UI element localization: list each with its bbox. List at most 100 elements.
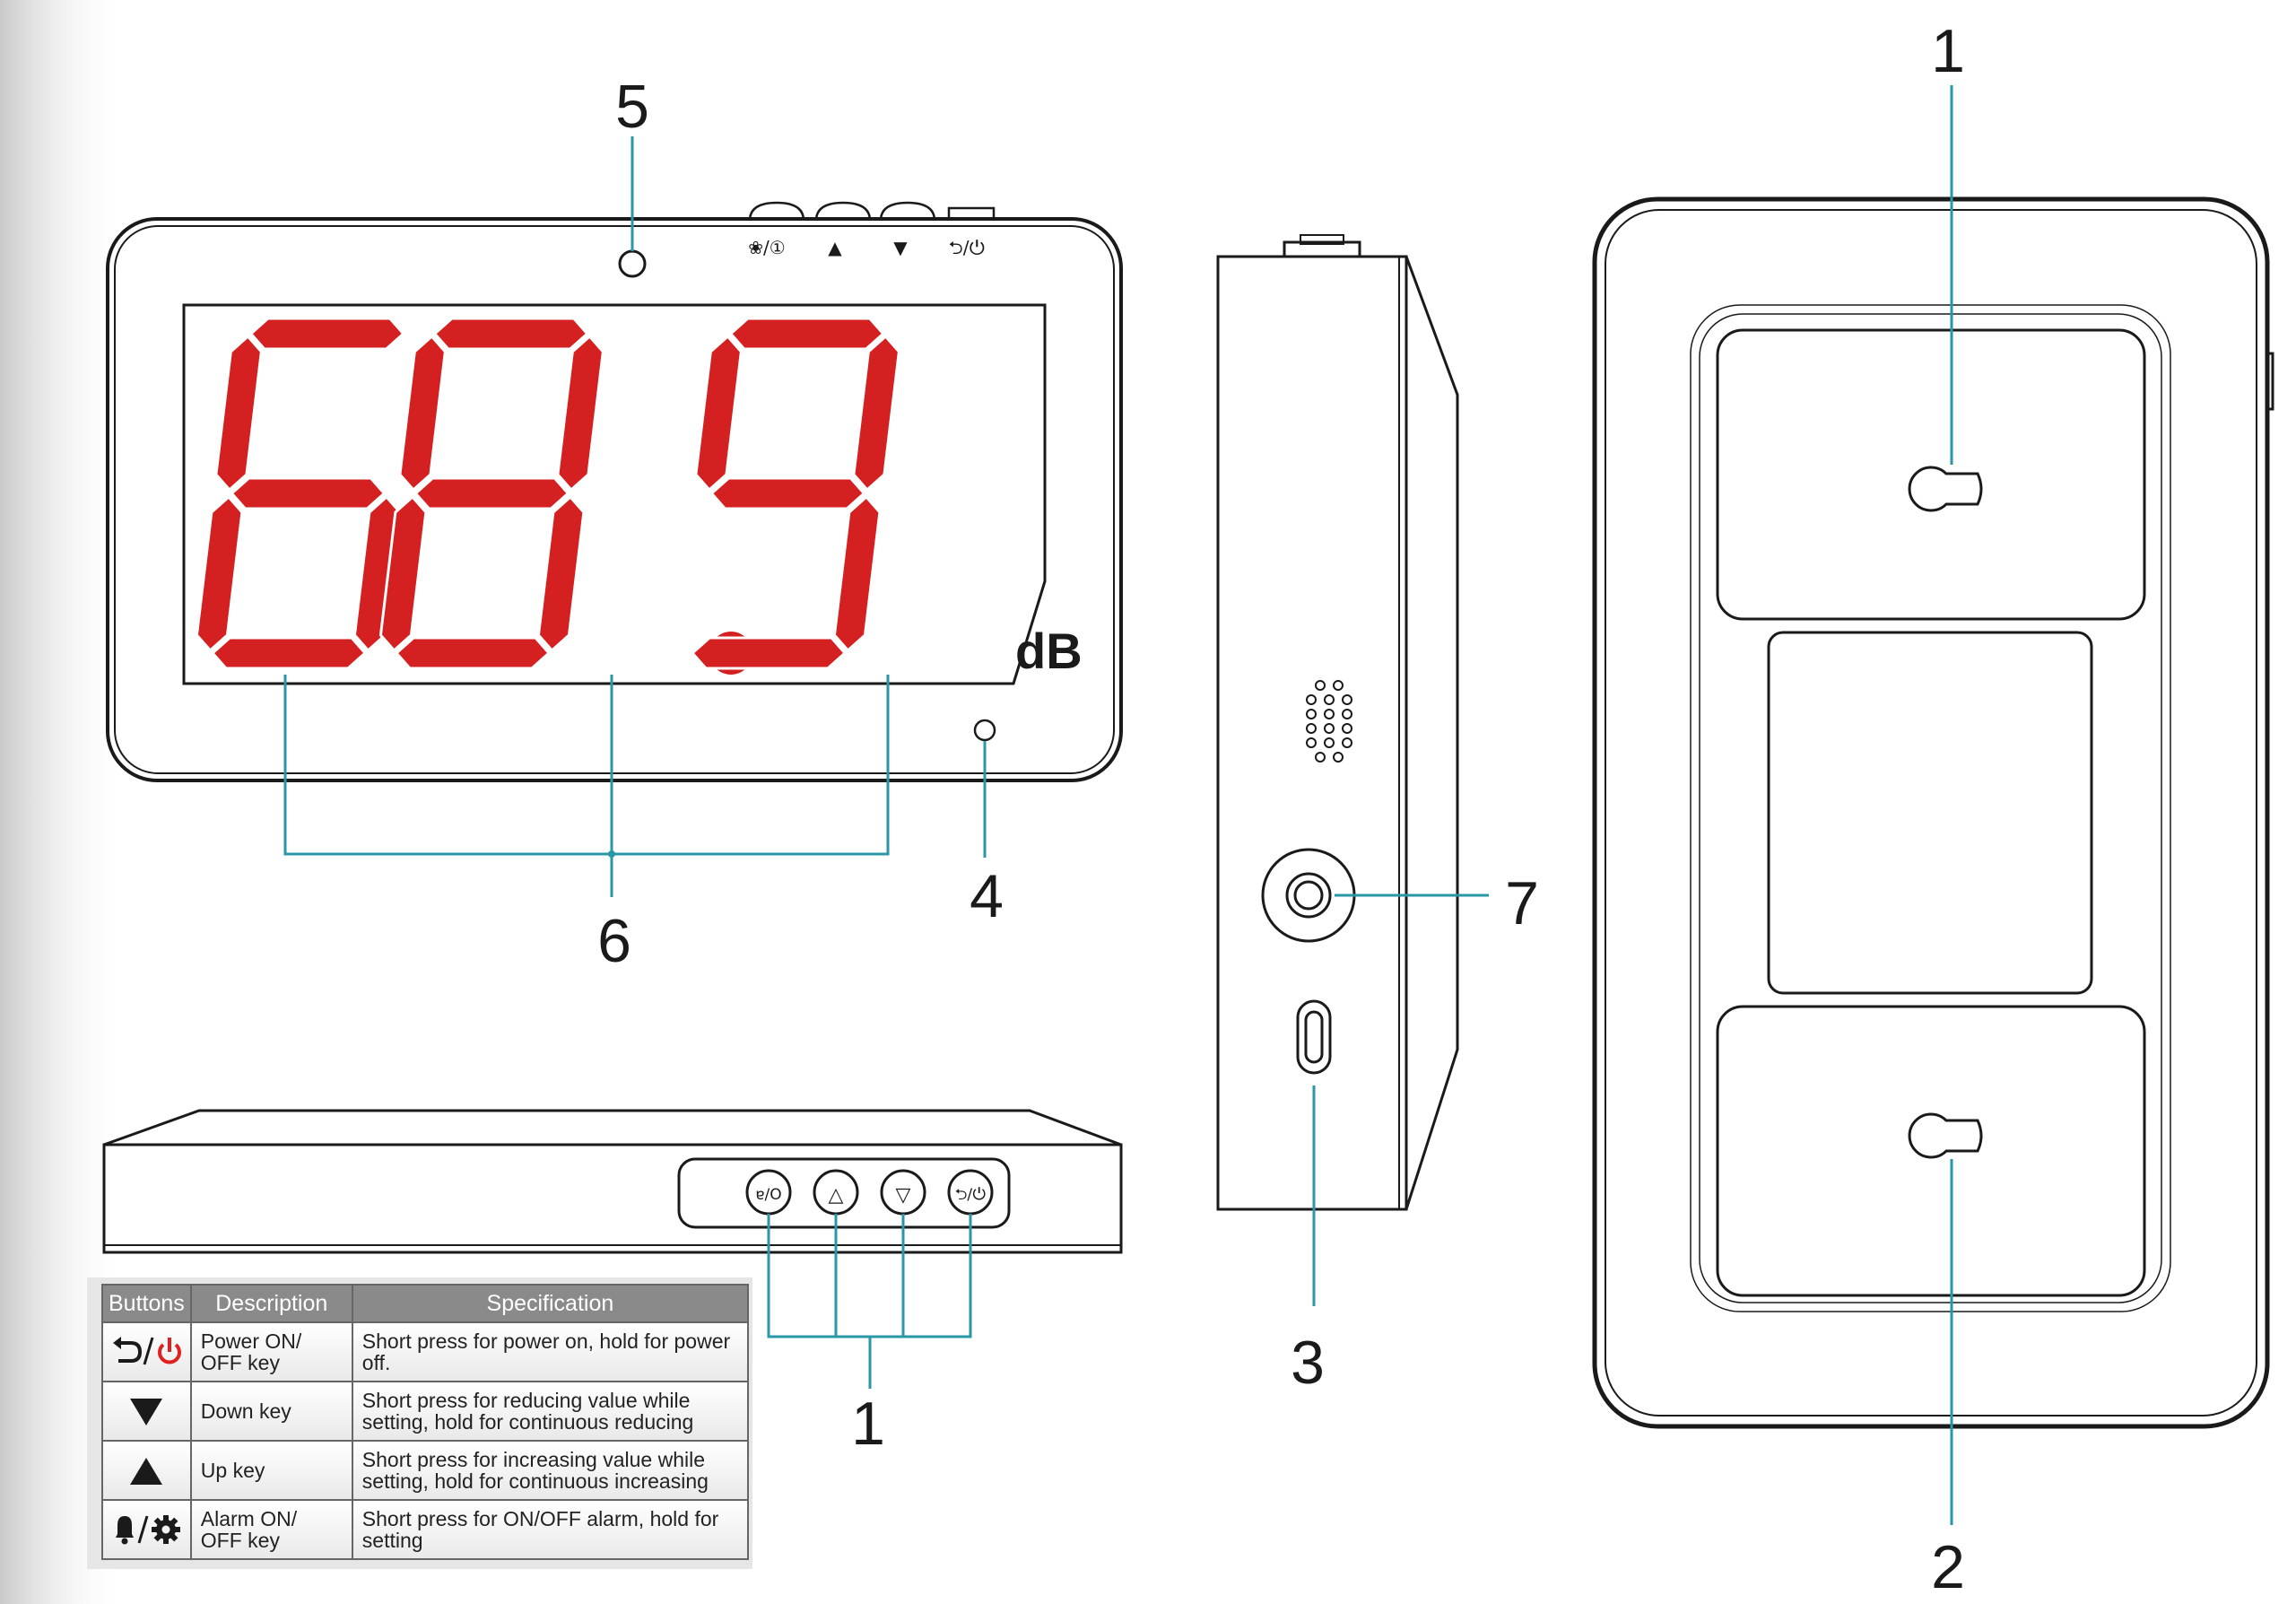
digit-1-segment-c	[536, 494, 586, 653]
top-edge-bevel	[103, 1109, 1122, 1146]
digit-2-segment-f	[694, 334, 743, 493]
digit-2-segment-c	[832, 494, 882, 653]
front-body-inner-edge	[114, 225, 1115, 774]
row-icon-cell	[101, 1381, 192, 1442]
alarm-icon	[116, 1515, 181, 1545]
back-recess-inner	[1699, 313, 2162, 1303]
row-description: Alarm ON/ OFF key	[189, 1499, 353, 1560]
digit-0-segment-f	[214, 334, 263, 493]
back-pad-bottom	[1716, 1005, 2146, 1297]
digit-1-segment-a	[432, 317, 589, 351]
back-recess-outer	[1690, 304, 2171, 1312]
front-top-button-3	[879, 201, 936, 222]
side-label-up: △	[829, 1184, 844, 1207]
mic-hole	[1324, 694, 1335, 705]
side-callout-lines	[1312, 894, 1489, 1306]
side-bevel	[1405, 256, 1459, 1210]
row-icon-cell	[101, 1321, 192, 1382]
digit-0-segment-g	[230, 476, 387, 510]
row-specification: Short press for increasing value while s…	[351, 1440, 750, 1501]
row-specification: Short press for ON/OFF alarm, hold for s…	[351, 1499, 750, 1560]
mic-hole	[1306, 723, 1317, 734]
row-description: Down key	[189, 1381, 353, 1442]
back-pad-top	[1716, 328, 2146, 621]
front-top-button-2	[814, 201, 872, 222]
header-specification: Specification	[351, 1284, 750, 1323]
mic-hole	[1324, 737, 1335, 748]
mic-hole	[1306, 709, 1317, 719]
row-icon-cell	[101, 1440, 192, 1501]
mic-hole	[1342, 737, 1352, 748]
digit-0-segment-a	[248, 317, 405, 351]
mic-hole	[1342, 723, 1352, 734]
usb-c-port-inner	[1304, 1010, 1324, 1064]
mic-hole	[1324, 709, 1335, 719]
callout-2: 3	[1291, 1329, 1325, 1397]
mic-hole	[1306, 737, 1317, 748]
indicator-led	[973, 719, 996, 742]
side-label-down: ▽	[896, 1184, 911, 1207]
table-row: Up key Short press for increasing value …	[101, 1440, 750, 1501]
microphone-grille	[1306, 680, 1352, 763]
audio-jack-outer	[1285, 872, 1332, 919]
mic-hole	[1324, 723, 1335, 734]
digit-2-segment-a	[728, 317, 885, 351]
callout-6: 7	[1505, 869, 1539, 937]
seven-segment-readout	[195, 317, 900, 675]
table-row: Power ON/ OFF key Short press for power …	[101, 1321, 750, 1382]
back-body-inner-edge	[1605, 209, 2257, 1417]
mic-hole	[1342, 694, 1352, 705]
callout-5: 6	[597, 907, 631, 975]
button-spec-table: Buttons Description Specification Power …	[101, 1284, 750, 1560]
callout-junction-5	[608, 850, 615, 858]
back-body	[1592, 196, 2270, 1429]
digit-1-segment-d	[394, 636, 552, 670]
digit-1-segment-g	[413, 476, 570, 510]
battery-cover	[1767, 631, 2093, 995]
digit-2-segment-d	[690, 636, 848, 670]
callout-3: 4	[970, 862, 1004, 930]
side-view	[1216, 234, 1459, 1211]
front-top-button-1	[748, 201, 805, 222]
row-icon-cell	[101, 1499, 192, 1560]
table-row: Down key Short press for reducing value …	[101, 1381, 750, 1442]
down-icon	[130, 1399, 163, 1425]
digit-2-segment-b	[852, 334, 900, 493]
side-label-power: ⮌/⏻	[955, 1186, 987, 1204]
keyhole-top	[1908, 466, 1983, 512]
callout-4: 5	[615, 73, 649, 141]
callout-lines-7	[767, 1214, 972, 1389]
digit-1-segment-f	[398, 334, 447, 493]
top-edge-view	[102, 1109, 1123, 1254]
mic-hole	[1315, 752, 1326, 763]
mic-hole	[1342, 709, 1352, 719]
header-buttons: Buttons	[101, 1284, 192, 1323]
front-label-power: ⮌/⏻	[949, 237, 986, 258]
front-label-up: ▲	[828, 237, 842, 258]
digit-1-segment-b	[556, 334, 604, 493]
digit-0-segment-e	[195, 494, 244, 653]
row-specification: Short press for power on, hold for power…	[351, 1321, 750, 1382]
row-description: Power ON/ OFF key	[189, 1321, 353, 1382]
front-callout-lines	[283, 136, 987, 897]
usb-c-port	[1296, 999, 1332, 1075]
power-icon	[113, 1337, 182, 1365]
mic-hole	[1315, 680, 1326, 691]
unit-label: dB	[1015, 623, 1083, 679]
keyhole-bottom	[1908, 1112, 1983, 1159]
up-icon	[130, 1458, 163, 1485]
back-view	[1592, 196, 2274, 1429]
row-specification: Short press for reducing value while set…	[351, 1381, 750, 1442]
callout-7: 1	[851, 1390, 885, 1458]
digit-0-segment-d	[210, 636, 368, 670]
callout-1-top: 1	[1931, 17, 1965, 85]
callout-line-5-bracket	[283, 675, 890, 856]
side-label-alarm: ɐ/O	[755, 1186, 781, 1204]
digit-2-segment-g	[709, 476, 866, 510]
table-row: Alarm ON/ OFF key Short press for ON/OFF…	[101, 1499, 750, 1560]
callout-1-bottom: 2	[1931, 1533, 1965, 1601]
side-top-knob-cap	[1300, 234, 1344, 245]
audio-jack-inner	[1293, 880, 1324, 911]
front-label-down: ▼	[893, 237, 908, 258]
